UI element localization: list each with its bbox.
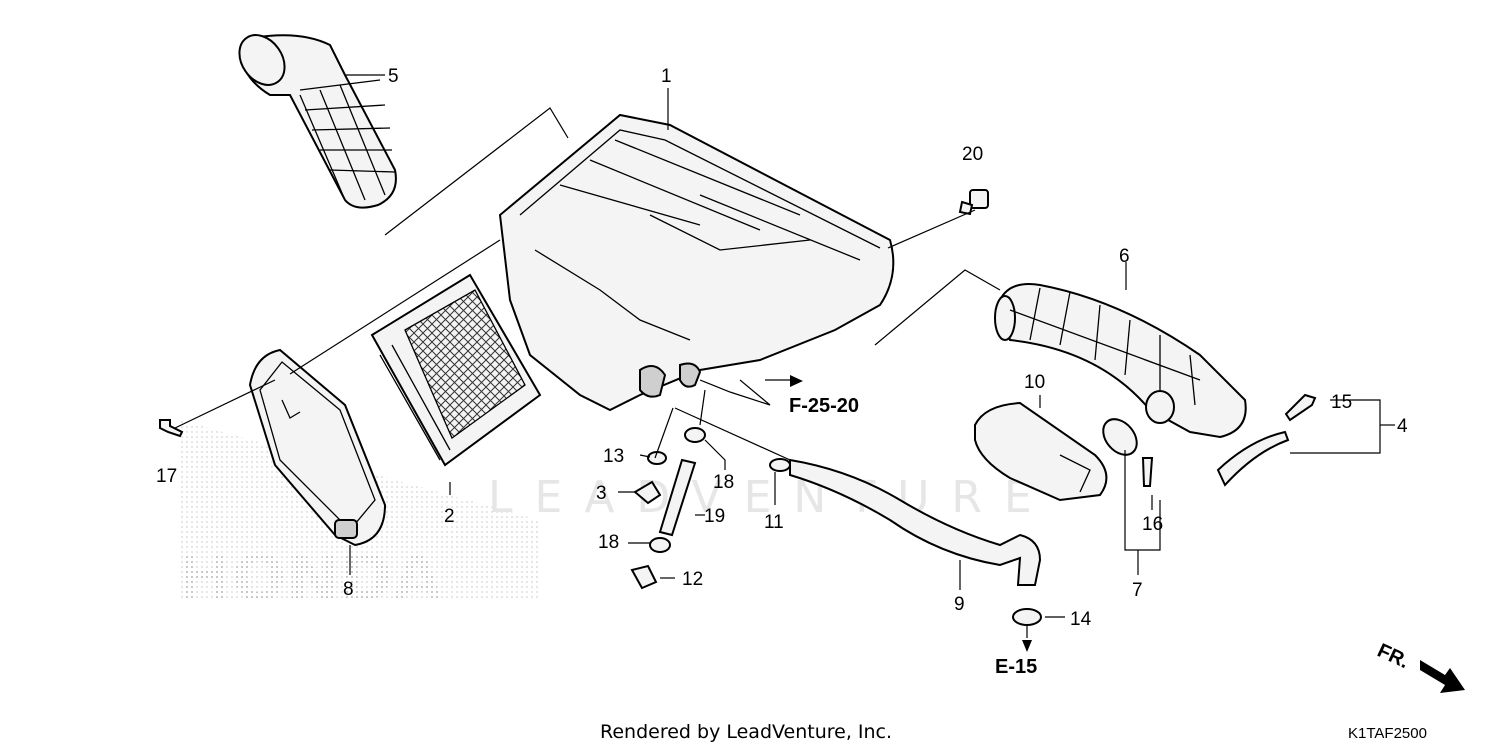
part-2-air-filter-element[interactable] xyxy=(370,273,542,467)
part-8-air-cleaner-cover[interactable] xyxy=(248,348,387,547)
footer-credit: Rendered by LeadVenture, Inc. xyxy=(600,721,892,743)
callout-9[interactable]: 9 xyxy=(954,594,965,615)
ref-e-15[interactable]: E-15 xyxy=(995,656,1037,678)
callout-3[interactable]: 3 xyxy=(596,483,607,504)
part-18-clip-lower[interactable] xyxy=(649,537,671,553)
part-18-clip-upper[interactable] xyxy=(684,427,706,443)
part-17-screw[interactable] xyxy=(159,419,184,438)
diagram-code: K1TAF2500 xyxy=(1348,725,1427,742)
callout-7[interactable]: 7 xyxy=(1132,580,1143,601)
callout-2[interactable]: 2 xyxy=(444,506,455,527)
callout-11[interactable]: 11 xyxy=(764,512,784,533)
callout-18-upper[interactable]: 18 xyxy=(713,472,734,493)
part-11-clip[interactable] xyxy=(769,458,791,472)
part-15-screw[interactable] xyxy=(1284,393,1317,422)
callout-14[interactable]: 14 xyxy=(1070,609,1092,630)
part-9-drain-tube[interactable] xyxy=(789,458,1042,586)
callout-12[interactable]: 12 xyxy=(682,569,703,590)
leader-lines xyxy=(174,74,1395,638)
part-14-clip[interactable] xyxy=(1012,608,1042,626)
ref-f-arrow xyxy=(790,375,803,387)
part-7-band[interactable] xyxy=(1096,413,1143,462)
callout-6[interactable]: 6 xyxy=(1119,246,1130,267)
callout-1[interactable]: 1 xyxy=(661,66,672,87)
part-1-air-cleaner-case[interactable] xyxy=(498,113,895,412)
part-5-intake-duct[interactable] xyxy=(230,26,397,209)
callout-13[interactable]: 13 xyxy=(603,446,624,467)
callout-15[interactable]: 15 xyxy=(1331,392,1352,413)
callout-17[interactable]: 17 xyxy=(156,466,177,487)
part-20-bolt[interactable] xyxy=(958,189,989,216)
part-4-band-assembly[interactable] xyxy=(1216,430,1290,487)
front-direction-arrow: FR. xyxy=(1374,640,1465,693)
ref-f-25-20[interactable]: F-25-20 xyxy=(789,395,859,417)
leadventure-watermark: LEADVENTURE xyxy=(488,472,1054,523)
part-6-connecting-tube[interactable] xyxy=(994,283,1247,439)
callout-8[interactable]: 8 xyxy=(343,579,354,600)
callout-20[interactable]: 20 xyxy=(962,144,983,165)
ref-e-arrow xyxy=(1022,640,1032,652)
callout-16[interactable]: 16 xyxy=(1142,514,1163,535)
part-3-plug[interactable] xyxy=(633,480,662,505)
part-19-tube[interactable] xyxy=(658,458,697,537)
callout-10[interactable]: 10 xyxy=(1024,372,1045,393)
part-10-resonator[interactable] xyxy=(974,401,1108,502)
part-12-drain-plug[interactable] xyxy=(630,564,658,590)
callout-19[interactable]: 19 xyxy=(704,506,725,527)
svg-text:FR.: FR. xyxy=(1374,640,1412,674)
callout-18-lower[interactable]: 18 xyxy=(598,532,619,553)
callout-5[interactable]: 5 xyxy=(388,66,399,87)
part-16-screw[interactable] xyxy=(1141,457,1154,487)
callout-4[interactable]: 4 xyxy=(1397,416,1408,437)
